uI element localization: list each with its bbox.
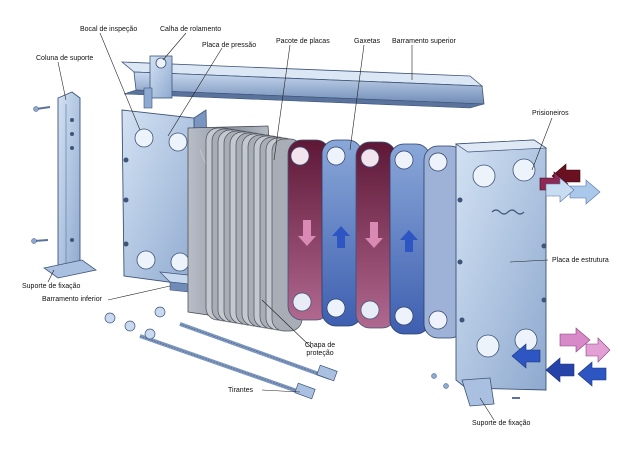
support-column [43, 91, 97, 279]
label-support-column: Coluna de suporte [36, 55, 94, 62]
roller-trolley [143, 55, 173, 109]
label-protection-sheet-line1: Chapa de [304, 342, 336, 349]
foot-right [431, 373, 520, 407]
label-pressure-plate: Placa de pressão [202, 42, 257, 49]
frame-plate [454, 139, 548, 391]
label-fixing-foot-left: Suporte de fixação [22, 283, 81, 290]
tie-rods [104, 306, 338, 400]
label-inspection-nozzle: Bocal de inspeção [80, 26, 138, 33]
top-carrying-bar [120, 61, 485, 109]
flow-arrows [511, 163, 611, 387]
label-tie-rods: Tirantes [228, 387, 254, 394]
label-gaskets: Gaxetas [354, 38, 381, 45]
label-protection-sheet-line2: proteção [306, 350, 334, 357]
label-plate-pack: Pacote de placas [276, 38, 330, 45]
label-bottom-guide-bar: Barramento inferior [42, 296, 102, 303]
colored-plates [287, 139, 465, 339]
loose-bolts-left [31, 106, 51, 244]
label-fixing-foot-right: Suporte de fixação [472, 420, 531, 427]
label-frame-plate: Placa de estrutura [552, 257, 609, 264]
label-tightening-bolts: Prisioneiros [532, 110, 569, 117]
label-top-carrying-bar: Barramento superior [392, 38, 456, 45]
leader-lines [47, 32, 553, 421]
label-roller-trolley: Calha de rolamento [160, 26, 222, 33]
